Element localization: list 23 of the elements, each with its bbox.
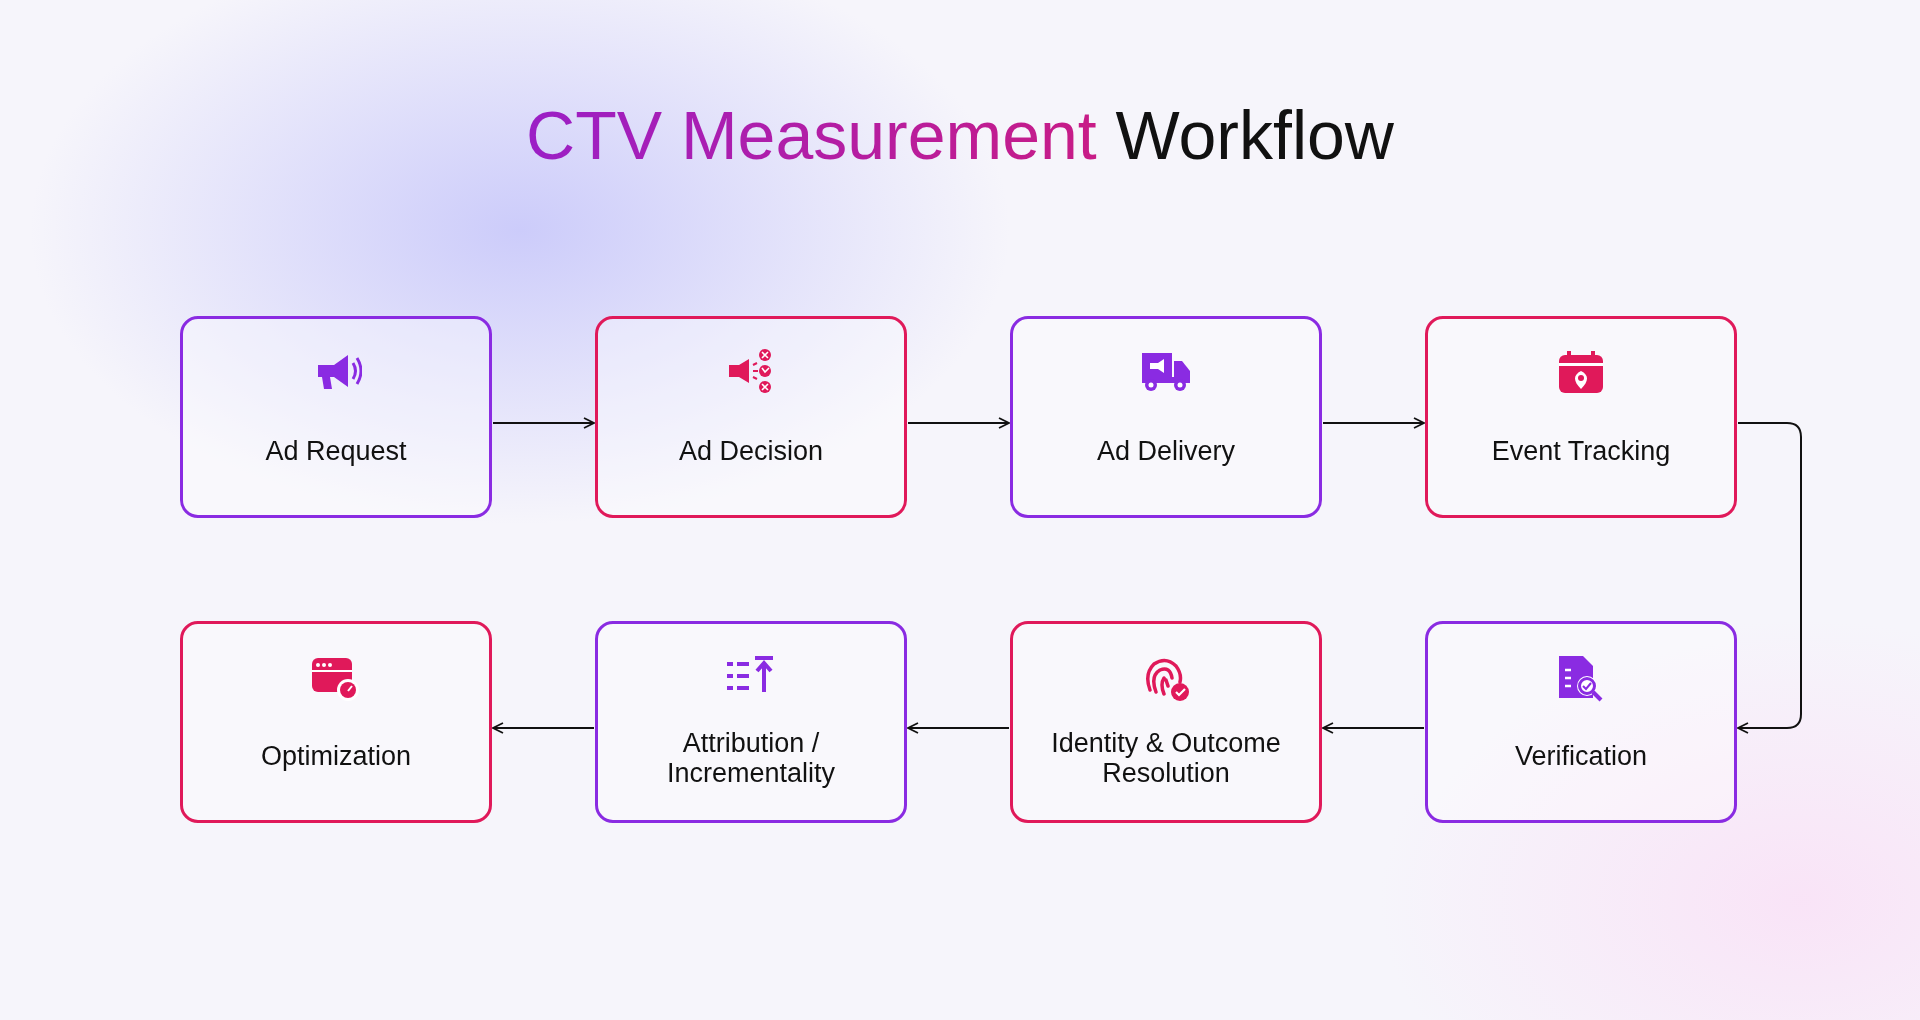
step-label: Identity & Outcome Resolution xyxy=(1050,729,1282,789)
step-label: Ad Request xyxy=(264,437,408,467)
step-label: Optimization xyxy=(259,742,413,772)
step-label: Ad Delivery xyxy=(1095,437,1236,467)
process-box xyxy=(1425,621,1737,823)
arrow xyxy=(907,722,1010,734)
arrow xyxy=(492,722,595,734)
step-label: Verification xyxy=(1513,742,1649,772)
arrow xyxy=(1322,722,1425,734)
step-label: Event Tracking xyxy=(1490,437,1672,467)
process-box xyxy=(1010,316,1322,518)
process-box xyxy=(595,316,907,518)
step-label: Ad Decision xyxy=(677,437,825,467)
step-label: Attribution / Incrementality xyxy=(665,729,837,789)
arrow xyxy=(907,417,1010,429)
arrow xyxy=(1322,417,1425,429)
process-box xyxy=(1425,316,1737,518)
arrow xyxy=(1737,422,1802,734)
process-box xyxy=(1010,621,1322,823)
process-box xyxy=(595,621,907,823)
process-box xyxy=(180,621,492,823)
arrow xyxy=(492,417,595,429)
process-box xyxy=(180,316,492,518)
